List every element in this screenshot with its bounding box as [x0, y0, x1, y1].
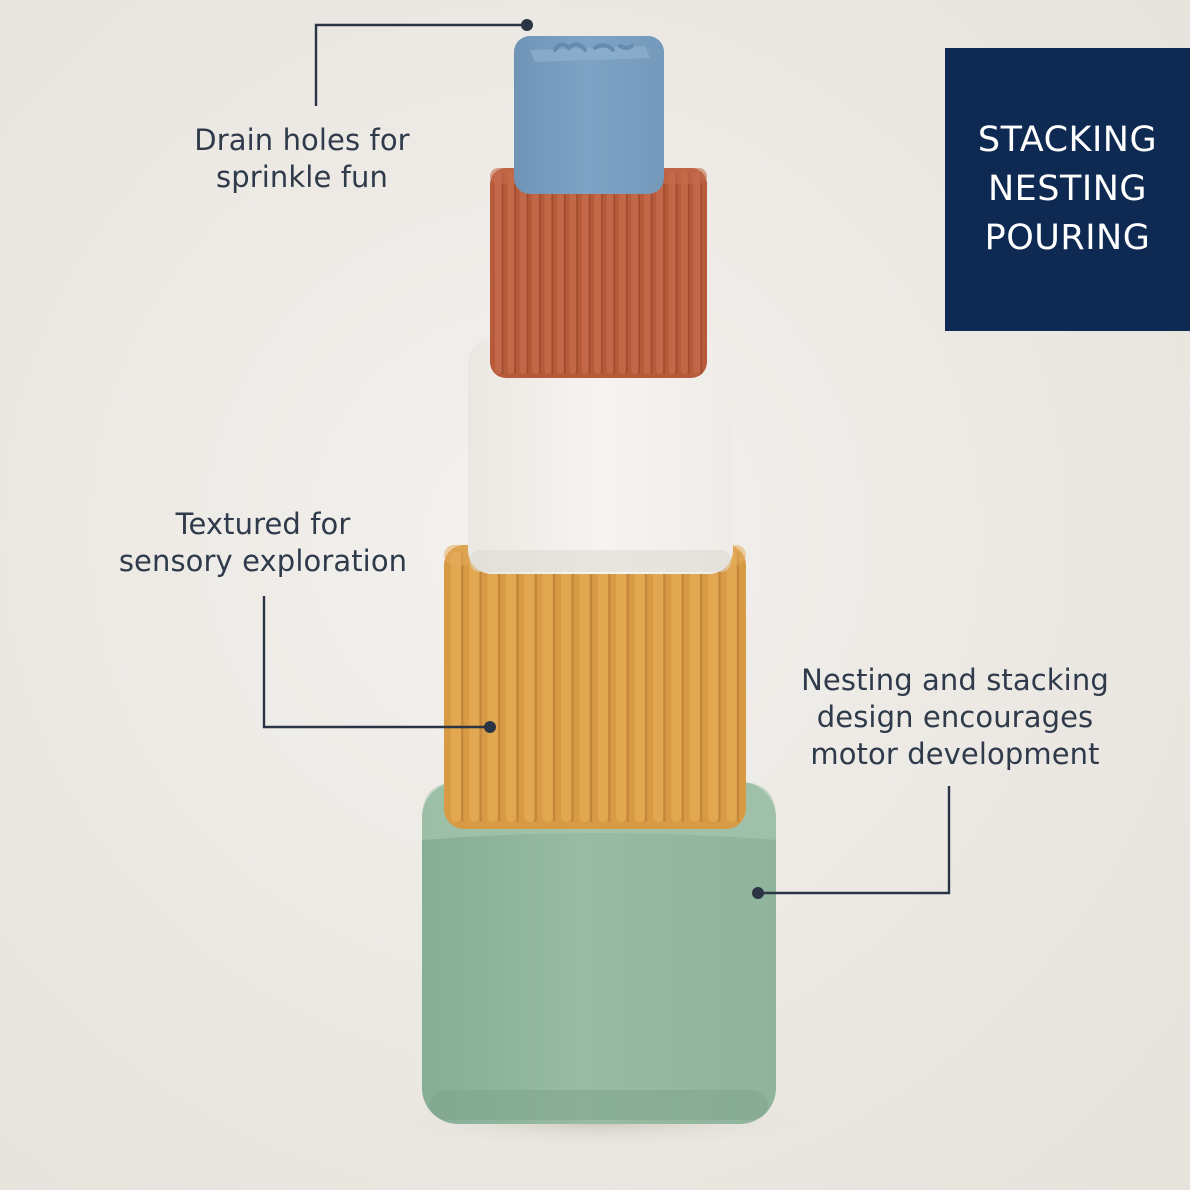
rib-shadow [514, 172, 516, 374]
callout-nesting-line1: Nesting and stacking [801, 663, 1109, 697]
rib [524, 552, 535, 822]
callout-drain-holes-line1: Drain holes for [194, 123, 410, 157]
leader-nesting [752, 786, 951, 899]
rib-shadow [601, 172, 603, 374]
rib [689, 552, 700, 822]
rib-shadow [501, 172, 504, 374]
rib [469, 552, 480, 822]
rib [631, 172, 639, 374]
rib [597, 552, 608, 822]
rib-shadow [650, 172, 653, 374]
rib-shadow [663, 172, 665, 374]
rib [619, 172, 626, 374]
rib [606, 172, 614, 374]
rib-shadow [564, 172, 566, 374]
rib-shadow [539, 172, 541, 374]
callout-textured: Textured for sensory exploration [118, 506, 408, 580]
rib [726, 552, 737, 822]
rib-shadow [461, 552, 464, 822]
rib-shadow [681, 552, 684, 822]
rib [594, 172, 601, 374]
rib-shadow [638, 172, 640, 374]
rib [656, 172, 663, 374]
rib [643, 172, 651, 374]
rib-shadow [571, 552, 574, 822]
rib-shadow [663, 552, 666, 822]
rib [487, 552, 498, 822]
callout-drain-holes-line2: sprinkle fun [216, 160, 388, 194]
rib-shadow [626, 552, 629, 822]
rib [556, 172, 564, 374]
rib-shadow [613, 172, 616, 374]
rust-ribbed-cup [490, 168, 707, 378]
rib [634, 552, 645, 822]
rib [450, 552, 461, 822]
banner-line1: STACKING [977, 120, 1158, 160]
rib-shadow [718, 552, 721, 822]
rib-shadow [551, 172, 554, 374]
rib-shadow [553, 552, 556, 822]
rib-shadow [688, 172, 690, 374]
rib [681, 172, 688, 374]
rib-shadow [626, 172, 628, 374]
rib [616, 552, 627, 822]
rib-shadow [645, 552, 648, 822]
rib [494, 172, 502, 374]
rib-shadow [700, 552, 703, 822]
rib-shadow [576, 172, 578, 374]
rib [507, 172, 515, 374]
rib [581, 172, 589, 374]
callout-textured-line2: sensory exploration [118, 544, 408, 578]
rib [505, 552, 516, 822]
rib-shadow [479, 552, 482, 822]
rib-shadow [516, 552, 519, 822]
rib-shadow [526, 172, 529, 374]
rib [544, 172, 552, 374]
callout-textured-line1: Textured for [175, 507, 351, 541]
feature-banner: STACKING NESTING POURING [945, 48, 1190, 331]
rib [532, 172, 539, 374]
white-cup [468, 338, 733, 574]
rib-shadow [608, 552, 611, 822]
rib-shadow [736, 552, 740, 822]
rib [542, 552, 553, 822]
rib [693, 172, 701, 374]
rib [671, 552, 682, 822]
callout-drain-holes: Drain holes for sprinkle fun [182, 122, 422, 196]
blue-cup [514, 36, 664, 194]
rib-shadow [675, 172, 678, 374]
callout-nesting-line3: motor development [810, 737, 1100, 771]
rib [668, 172, 676, 374]
rib-shadow [498, 552, 501, 822]
rib-shadow [589, 552, 593, 822]
rib [652, 552, 663, 822]
leader-drain-holes [314, 19, 533, 106]
rib-shadow [700, 172, 702, 374]
rib [569, 172, 577, 374]
callout-nesting-line2: design encourages [816, 700, 1094, 734]
rib [561, 552, 572, 822]
leader-textured [262, 596, 496, 733]
mustard-ribbed-cup [444, 545, 746, 829]
sage-cup [422, 782, 776, 1124]
banner-line3: POURING [984, 218, 1151, 258]
callout-nesting: Nesting and stacking design encourages m… [800, 662, 1110, 773]
rib [579, 552, 590, 822]
rib-shadow [534, 552, 537, 822]
banner-line2: NESTING [987, 169, 1148, 209]
rib [708, 552, 719, 822]
rib-shadow [588, 172, 591, 374]
rib [519, 172, 527, 374]
